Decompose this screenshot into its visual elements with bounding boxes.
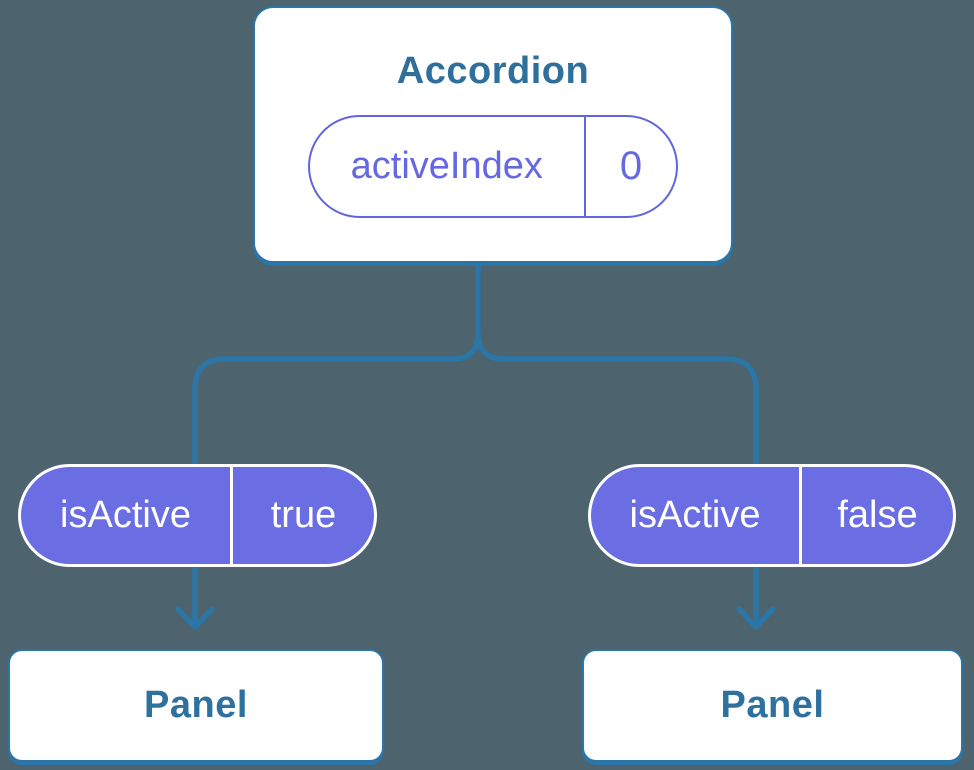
connector-branch-right bbox=[475, 330, 759, 629]
connector-branch-left bbox=[192, 258, 481, 629]
panel-node-title: Panel bbox=[720, 684, 825, 726]
panel-node-right: Panel bbox=[582, 649, 963, 762]
prop-pill-name: isActive bbox=[60, 494, 191, 536]
prop-pill-value: true bbox=[270, 494, 337, 536]
state-pill-value: 0 bbox=[619, 144, 643, 188]
prop-pill-divider bbox=[230, 467, 233, 564]
state-pill-divider bbox=[583, 117, 586, 216]
prop-pill-value: false bbox=[837, 494, 918, 536]
accordion-node: Accordion activeIndex 0 bbox=[253, 6, 733, 263]
arrowhead-left-icon bbox=[175, 606, 215, 630]
panel-node-left: Panel bbox=[8, 649, 384, 762]
prop-pill-divider bbox=[799, 467, 802, 564]
arrowhead-right-icon bbox=[736, 606, 776, 630]
state-pill-activeindex: activeIndex 0 bbox=[308, 115, 678, 218]
panel-node-title: Panel bbox=[144, 684, 248, 726]
state-pill-name: activeIndex bbox=[350, 145, 543, 187]
prop-pill-isactive-false: isActive false bbox=[588, 464, 956, 567]
prop-pill-isactive-true: isActive true bbox=[18, 464, 377, 567]
prop-pill-name: isActive bbox=[629, 494, 761, 536]
accordion-node-title: Accordion bbox=[396, 50, 590, 92]
